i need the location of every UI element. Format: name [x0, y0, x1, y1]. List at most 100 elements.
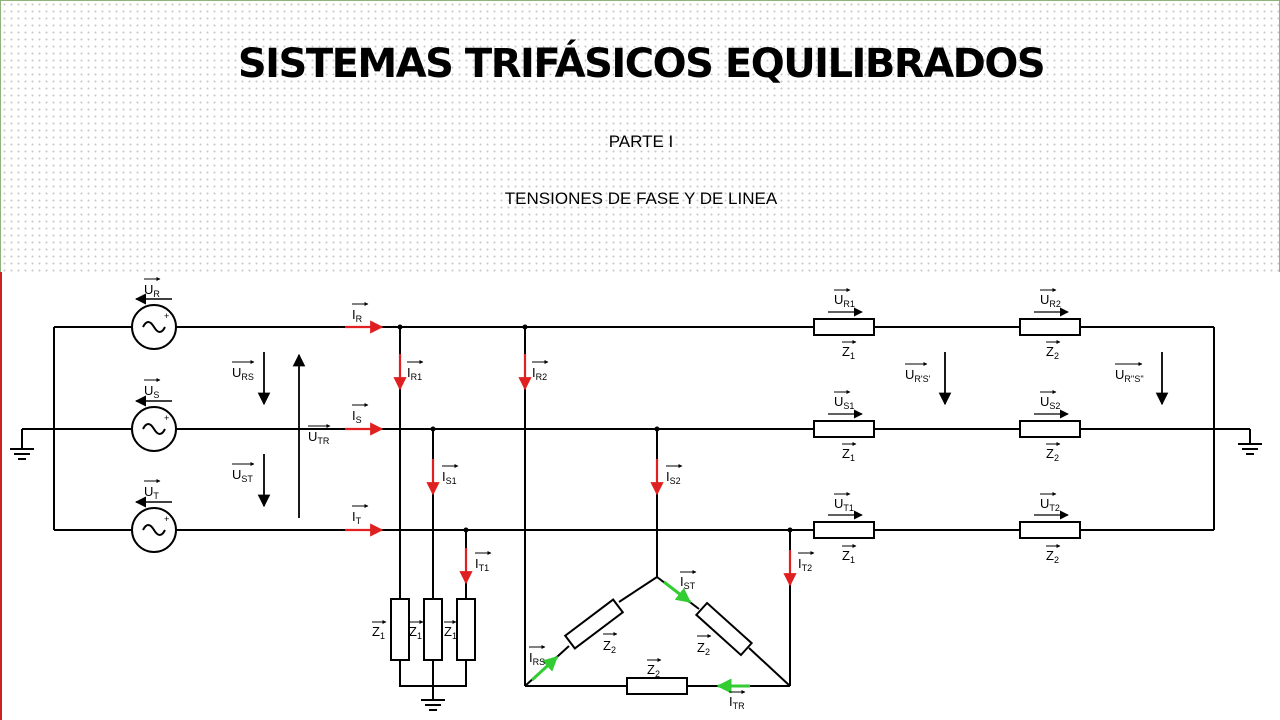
label-i-st: IST — [680, 570, 697, 591]
label-z1-series-r: Z1 — [842, 340, 857, 361]
label-i-r: IR — [352, 302, 369, 324]
label-u-r1: UR1 — [834, 288, 855, 309]
svg-text:ITR: ITR — [729, 694, 745, 711]
svg-text:Z2: Z2 — [647, 662, 660, 679]
label-u-st: UST — [232, 462, 255, 484]
label-u-tr: UTR — [308, 424, 331, 446]
label-u-t: UT — [144, 479, 161, 501]
ground-star-icon — [421, 699, 445, 711]
svg-text:IST: IST — [680, 574, 696, 591]
junction-dots — [397, 324, 793, 533]
label-z1-series-t: Z1 — [842, 544, 857, 565]
series-voltage-arrows — [828, 307, 1069, 520]
svg-text:Z1: Z1 — [842, 548, 855, 565]
svg-text:IRS: IRS — [529, 650, 545, 667]
svg-text:UT1: UT1 — [834, 496, 854, 513]
svg-text:Z2: Z2 — [1046, 548, 1059, 565]
svg-text:UT: UT — [144, 484, 159, 501]
svg-text:Z2: Z2 — [1046, 446, 1059, 463]
ground-left-icon — [10, 429, 34, 460]
svg-text:IS2: IS2 — [666, 469, 681, 486]
label-u-s: US — [144, 378, 161, 400]
labels: UR US UT URS UST UTR UR'S' UR''S'' IR IS… — [144, 277, 1144, 711]
label-i-s1: IS1 — [442, 464, 459, 486]
label-u-t2: UT2 — [1040, 492, 1060, 513]
label-z2-delta-right: Z2 — [697, 634, 712, 657]
svg-text:UTR: UTR — [308, 429, 330, 446]
phase-current-arrows — [530, 580, 750, 694]
label-u-r: UR — [144, 277, 161, 299]
svg-text:US1: US1 — [834, 394, 854, 411]
wiring — [22, 326, 1250, 700]
label-i-t2: IT2 — [798, 551, 815, 573]
label-u-s2: US2 — [1040, 390, 1060, 411]
svg-text:+: + — [164, 514, 169, 524]
label-z2-delta-left: Z2 — [603, 632, 618, 655]
svg-text:Z2: Z2 — [697, 640, 710, 657]
svg-text:IT2: IT2 — [798, 556, 812, 573]
svg-text:Z1: Z1 — [409, 624, 422, 641]
svg-text:IT: IT — [352, 509, 362, 526]
ac-source-s-icon: + — [131, 406, 177, 452]
label-i-s: IS — [352, 403, 369, 425]
label-i-t1: IT1 — [475, 551, 492, 573]
svg-text:UR2: UR2 — [1040, 292, 1061, 309]
title-slide-header: SISTEMAS TRIFÁSICOS EQUILIBRADOS PARTE I… — [0, 0, 1280, 274]
label-z2-series-t: Z2 — [1046, 544, 1061, 565]
svg-text:Z1: Z1 — [372, 624, 385, 641]
label-i-t: IT — [352, 504, 369, 526]
svg-text:Z2: Z2 — [1046, 344, 1059, 361]
label-z1-star-b: Z1 — [409, 620, 424, 641]
svg-text:Z2: Z2 — [603, 638, 616, 655]
label-u-rs-prime: UR'S' — [905, 362, 931, 384]
label-u-rs: URS — [232, 360, 255, 382]
svg-text:Z1: Z1 — [842, 344, 855, 361]
svg-text:IR: IR — [352, 307, 363, 324]
label-u-s1: US1 — [834, 390, 854, 411]
svg-text:IR1: IR1 — [407, 365, 422, 382]
svg-text:+: + — [164, 311, 169, 321]
svg-text:Z1: Z1 — [444, 624, 457, 641]
svg-text:UST: UST — [232, 467, 253, 484]
svg-text:IS: IS — [352, 408, 362, 425]
svg-text:US2: US2 — [1040, 394, 1060, 411]
svg-text:Z1: Z1 — [842, 446, 855, 463]
resistors — [390, 318, 1081, 695]
svg-text:US: US — [144, 383, 159, 400]
label-u-t1: UT1 — [834, 492, 854, 513]
label-i-tr: ITR — [729, 690, 746, 711]
svg-text:+: + — [164, 413, 169, 423]
three-phase-circuit-diagram: + + + — [0, 272, 1280, 720]
label-u-rs-dprime: UR''S'' — [1115, 362, 1144, 384]
label-i-r2: IR2 — [532, 360, 549, 382]
label-z1-series-s: Z1 — [842, 442, 857, 463]
line-voltage-arrows — [257, 352, 1169, 518]
slide-description: TENSIONES DE FASE Y DE LINEA — [504, 189, 778, 208]
label-i-r1: IR1 — [407, 360, 424, 382]
current-arrows — [345, 320, 797, 587]
label-z2-series-r: Z2 — [1046, 340, 1061, 361]
svg-text:UR1: UR1 — [834, 292, 855, 309]
label-i-s2: IS2 — [666, 464, 683, 486]
svg-text:IS1: IS1 — [442, 469, 457, 486]
slide-title: SISTEMAS TRIFÁSICOS EQUILIBRADOS — [237, 41, 1046, 87]
label-z1-star-c: Z1 — [444, 620, 457, 641]
svg-text:IT1: IT1 — [475, 556, 489, 573]
svg-text:URS: URS — [232, 365, 254, 382]
label-i-rs: IRS — [529, 645, 546, 667]
slide-subtitle: PARTE I — [608, 132, 674, 151]
label-z1-star-a: Z1 — [372, 620, 387, 641]
ground-right-icon — [1238, 429, 1262, 455]
svg-text:UR'S': UR'S' — [905, 367, 931, 384]
svg-text:UR''S'': UR''S'' — [1115, 367, 1144, 384]
svg-text:IR2: IR2 — [532, 365, 547, 382]
label-u-r2: UR2 — [1040, 288, 1061, 309]
source-voltage-arrows — [134, 293, 172, 508]
label-z2-series-s: Z2 — [1046, 442, 1061, 463]
circuit-svg: + + + — [10, 277, 1262, 711]
ac-source-t-icon: + — [131, 507, 177, 553]
label-z2-delta-bottom: Z2 — [647, 658, 662, 679]
svg-text:UR: UR — [144, 282, 160, 299]
svg-text:UT2: UT2 — [1040, 496, 1060, 513]
ac-source-r-icon: + — [131, 304, 177, 350]
